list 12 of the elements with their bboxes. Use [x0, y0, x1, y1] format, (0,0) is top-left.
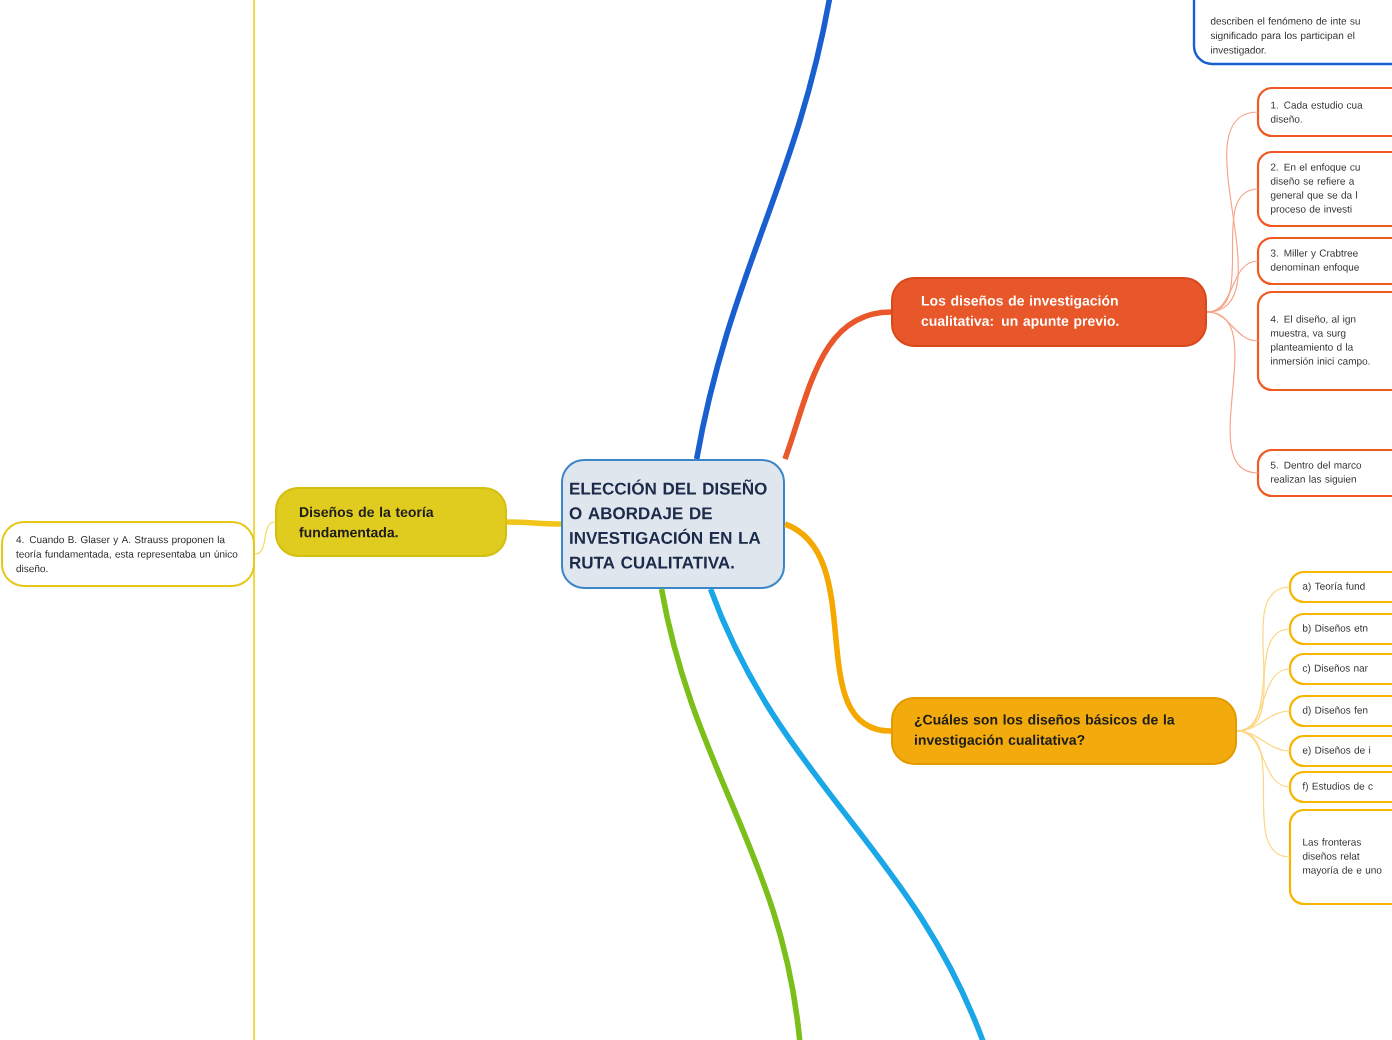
branch-line — [254, 521, 276, 555]
branch-line — [658, 588, 803, 1040]
branch-line — [783, 521, 892, 734]
branch-line — [1236, 710, 1291, 732]
branch-line — [707, 587, 987, 1040]
branch-line — [1206, 260, 1259, 313]
branch-line — [693, 0, 833, 460]
branch-line — [782, 309, 892, 460]
branch-line — [1236, 730, 1291, 858]
central-topic-box: ELECCIÓN DEL DISEÑO O ABORDAJE DE INVESTIGACIÓN EN LA RUTA CUALITATIVA. — [561, 459, 785, 589]
branch-line — [1206, 311, 1259, 474]
branch-line — [506, 519, 562, 527]
